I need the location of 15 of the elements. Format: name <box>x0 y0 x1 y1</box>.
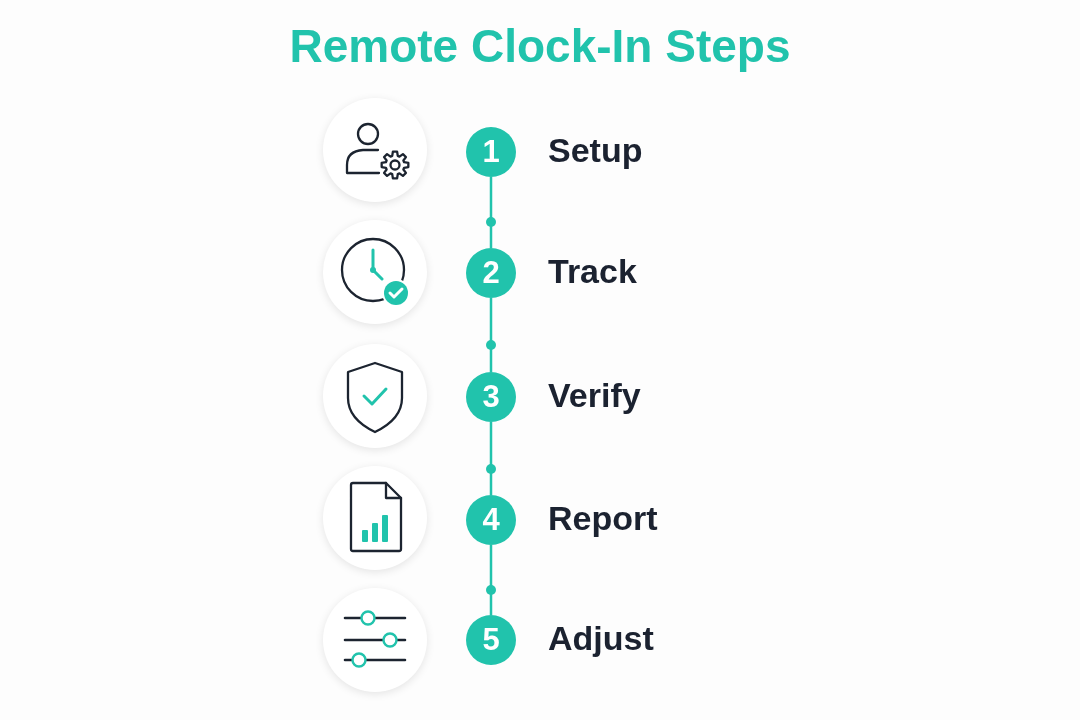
step-label: Track <box>548 251 637 291</box>
connector-line <box>489 422 493 495</box>
connector-line <box>489 177 493 248</box>
step-number: 4 <box>466 495 516 545</box>
step-label: Setup <box>548 130 643 170</box>
step-label: Adjust <box>548 618 654 658</box>
connector-line <box>489 298 493 372</box>
page-title: Remote Clock-In Steps <box>289 19 791 73</box>
step-label: Report <box>548 498 658 538</box>
step-number: 2 <box>466 248 516 298</box>
step-number: 5 <box>466 615 516 665</box>
step-number: 1 <box>466 127 516 177</box>
step-label: Verify <box>548 375 641 415</box>
step-number: 3 <box>466 372 516 422</box>
connector-line <box>489 545 493 615</box>
